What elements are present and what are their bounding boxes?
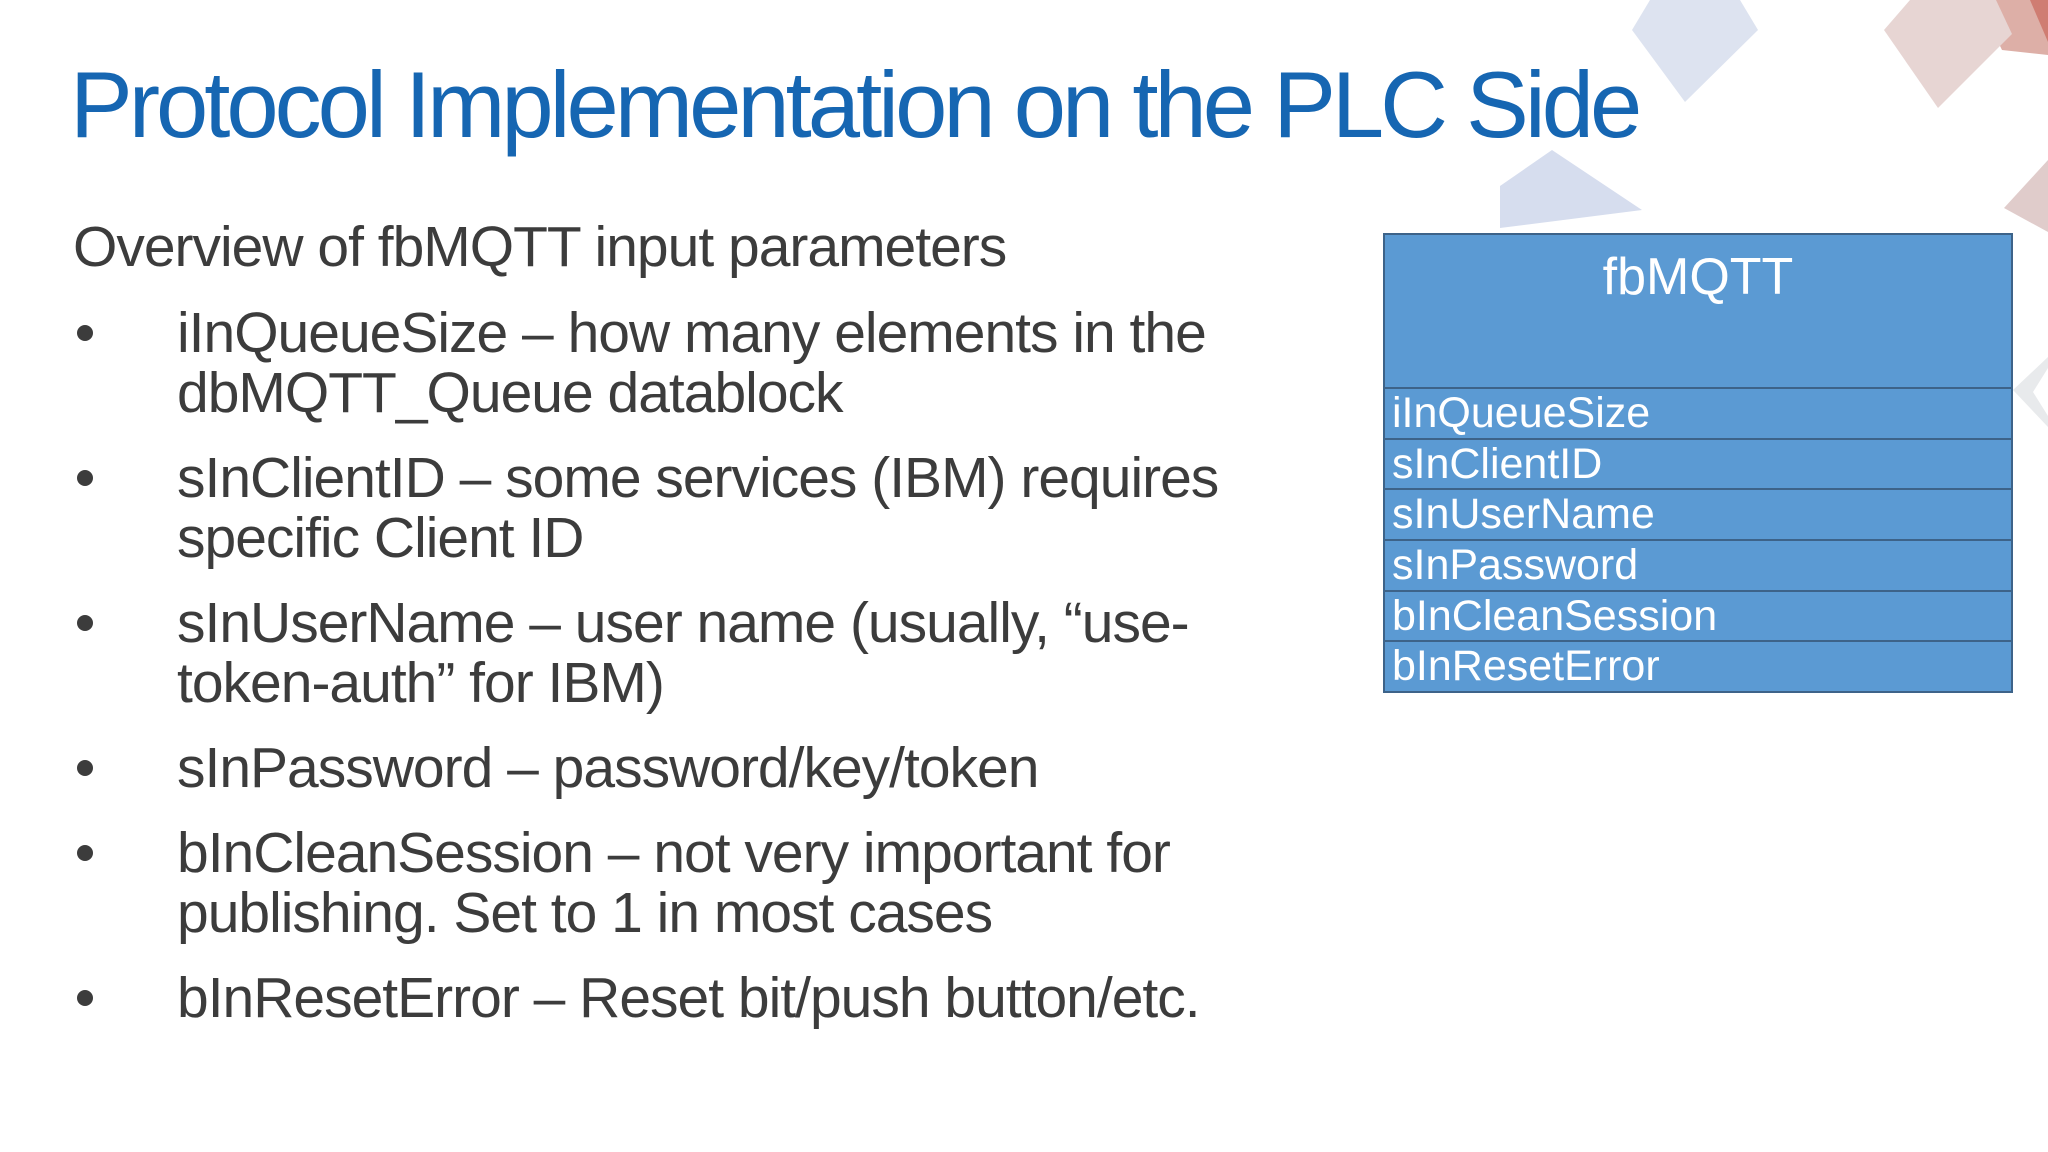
pinwheel-blade-pink-top	[1884, 0, 2012, 108]
bullet-text: bInResetError – Reset bit/push button/et…	[177, 966, 1201, 1030]
pinwheel-blade-red-corner	[2030, 0, 2048, 42]
table-row: sInPassword	[1385, 539, 2011, 590]
table-row: bInResetError	[1385, 640, 2011, 691]
page-title: Protocol Implementation on the PLC Side	[70, 52, 1642, 157]
bullet-dot-icon	[77, 990, 93, 1006]
bullet-text: sInUserName – user name (usually, “use- …	[177, 591, 1190, 715]
table-row: sInUserName	[1385, 488, 2011, 539]
bullet-item: iInQueueSize – how many elements in the …	[75, 303, 1355, 423]
bullet-item: sInUserName – user name (usually, “use- …	[75, 593, 1355, 713]
bullet-item: bInCleanSession – not very important for…	[75, 823, 1355, 943]
subtitle: Overview of fbMQTT input parameters	[73, 215, 1007, 279]
bullet-list: iInQueueSize – how many elements in the …	[75, 303, 1355, 1028]
bullet-item: bInResetError – Reset bit/push button/et…	[75, 968, 1355, 1028]
bullet-text: sInPassword – password/key/token	[177, 736, 1039, 800]
table-row: bInCleanSession	[1385, 589, 2011, 641]
table-row: sInClientID	[1385, 437, 2011, 489]
pinwheel-blade-periwinkle-left	[1500, 150, 1642, 228]
bullet-text: bInCleanSession – not very important for…	[177, 821, 1171, 945]
bullet-dot-icon	[77, 325, 93, 341]
table-row: iInQueueSize	[1385, 387, 2011, 438]
bullet-item: sInPassword – password/key/token	[75, 738, 1355, 798]
bullet-dot-icon	[77, 615, 93, 631]
chevron-watermark-notch	[2033, 368, 2048, 416]
fbmqtt-block-title: fbMQTT	[1602, 248, 1794, 306]
bullet-dot-icon	[77, 760, 93, 776]
bullet-dot-icon	[77, 470, 93, 486]
pinwheel-blade-salmon-corner	[1978, 0, 2048, 55]
bullet-dot-icon	[77, 845, 93, 861]
bullet-text: sInClientID – some services (IBM) requir…	[177, 446, 1219, 570]
chevron-watermark	[2013, 357, 2048, 427]
bullet-item: sInClientID – some services (IBM) requir…	[75, 448, 1355, 568]
pinwheel-blade-pink-right	[2004, 160, 2048, 232]
pinwheel-blade-periwinkle-top	[1632, 0, 1758, 102]
bullet-text: iInQueueSize – how many elements in the …	[177, 301, 1207, 425]
